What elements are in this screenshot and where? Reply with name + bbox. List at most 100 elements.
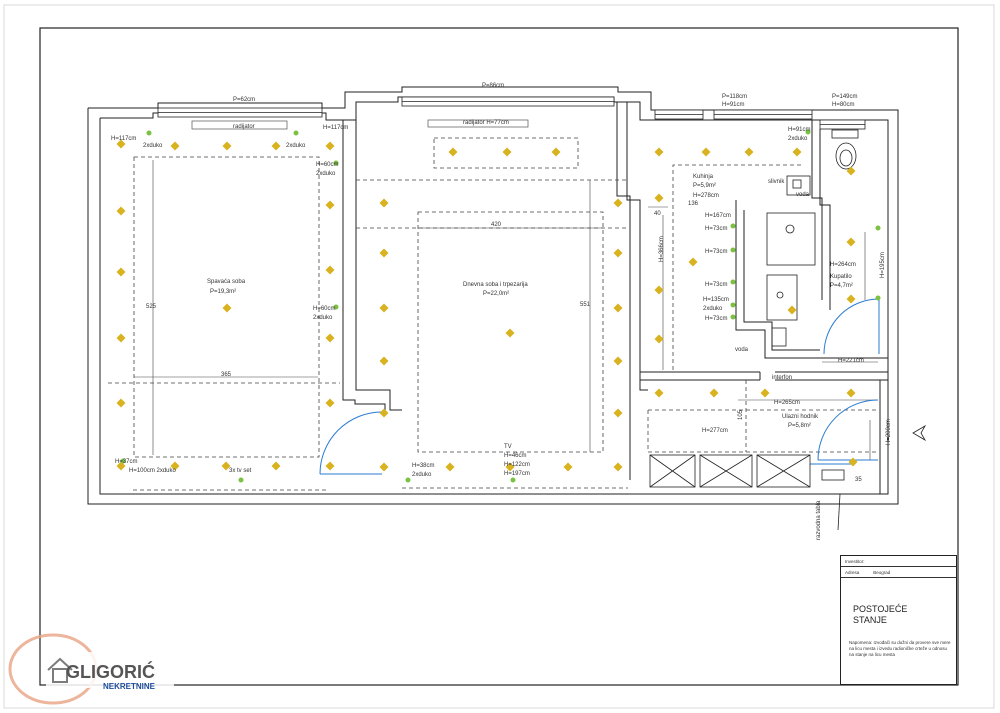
ceiling-light-icon bbox=[563, 462, 573, 472]
label-h73a: H=73cm bbox=[705, 226, 728, 232]
label-h73b: H=73cm bbox=[705, 249, 728, 255]
room-name-hall: Ulazni hodnik bbox=[782, 414, 819, 420]
room-area-hall: P=5,8m² bbox=[788, 423, 811, 429]
ceiling-light-icon bbox=[379, 462, 389, 472]
label-h73d: H=73cm bbox=[705, 316, 728, 322]
ceiling-light-icon bbox=[846, 294, 856, 304]
ceiling-light-icon bbox=[221, 461, 231, 471]
drawing-frame bbox=[39, 27, 959, 686]
title-block-investor-row: Investitor: bbox=[841, 556, 956, 567]
ceiling-light-icon bbox=[325, 398, 335, 408]
label-h91b: H=91cm bbox=[788, 127, 811, 133]
label-2xduko-2: 2xduko bbox=[286, 143, 306, 149]
label-h278: H=278cm bbox=[693, 193, 719, 199]
label-h38: H=38cm bbox=[412, 463, 435, 469]
ceiling-light-icon bbox=[170, 461, 180, 471]
label-h277: H=277cm bbox=[702, 428, 728, 434]
ceiling-light-icon bbox=[445, 462, 455, 472]
ceiling-light-icon bbox=[222, 303, 232, 313]
ceiling-light-icon bbox=[222, 141, 232, 151]
ceiling-light-icon bbox=[116, 398, 126, 408]
washbasin bbox=[771, 327, 787, 347]
label-interfon: interfon bbox=[772, 375, 792, 381]
city-value: Beograd bbox=[873, 569, 891, 575]
north-arrow bbox=[912, 424, 927, 442]
dashed-lines bbox=[108, 137, 878, 491]
ceiling-light-icon bbox=[379, 198, 389, 208]
ceiling-light-icon bbox=[613, 356, 623, 366]
ceiling-light-icon bbox=[325, 333, 335, 343]
label-h73c: H=73cm bbox=[705, 282, 728, 288]
address-label: Adresa bbox=[845, 569, 860, 575]
label-h195: H=195cm bbox=[880, 252, 886, 278]
title-block-address-row: Adresa Beograd bbox=[841, 567, 956, 578]
bathtub bbox=[766, 212, 816, 266]
ceiling-light-icon bbox=[654, 334, 664, 344]
label-h366: H=366cm bbox=[659, 236, 665, 262]
windows bbox=[157, 96, 866, 130]
ceiling-light-icon bbox=[325, 461, 335, 471]
ceiling-light-icon bbox=[116, 333, 126, 343]
label-2xduko-living: 2xduko bbox=[412, 472, 432, 478]
ceiling-light-icon bbox=[787, 305, 797, 315]
ceiling-light-icon bbox=[325, 265, 335, 275]
toilet-bowl bbox=[835, 142, 857, 170]
doors bbox=[319, 298, 880, 475]
label-h100: H=100cm 2xduko bbox=[129, 468, 177, 474]
label-h200: H=200cm bbox=[886, 419, 892, 445]
label-2xduko-1: 2xduko bbox=[143, 143, 163, 149]
label-h135: H=135cm bbox=[703, 297, 729, 303]
ceiling-light-icon bbox=[848, 457, 858, 467]
room-area-bathroom: P=4,7m² bbox=[830, 283, 853, 289]
label-2xduko-kitchen: 2xduko bbox=[788, 136, 808, 142]
drawing-title-line2: STANJE bbox=[853, 615, 887, 625]
logo-name: GLIGORIĆ bbox=[66, 661, 155, 682]
ceiling-light-icon bbox=[613, 408, 623, 418]
label-h46: H=46cm bbox=[504, 453, 527, 459]
room-name-bathroom: Kupatilo bbox=[830, 274, 852, 280]
ceiling-light-icon bbox=[613, 462, 623, 472]
label-2xduko-kitchen2: 2xduko bbox=[703, 306, 723, 312]
label-slivnik: slivnik bbox=[768, 179, 785, 185]
ceiling-light-icon bbox=[709, 388, 719, 398]
room-area-bedroom: P=19,3m² bbox=[210, 289, 236, 295]
ceiling-light-icon bbox=[654, 388, 664, 398]
dim-136: 136 bbox=[688, 201, 699, 207]
label-3xtv: 3x tv set bbox=[229, 468, 252, 474]
ceiling-light-icon bbox=[792, 147, 802, 157]
label-h37: H=37cm bbox=[115, 459, 138, 465]
ceiling-light-icon bbox=[325, 141, 335, 151]
drawing-title: POSTOJEĆE STANJE bbox=[841, 578, 956, 626]
label-h221: H=221cm bbox=[838, 358, 864, 364]
room-area-living: P=22,0m² bbox=[483, 291, 509, 297]
ceiling-light-icon bbox=[551, 147, 561, 157]
ceiling-light-icon bbox=[170, 141, 180, 151]
ceiling-light-icon bbox=[379, 356, 389, 366]
label-2xduko-4: 2xduko bbox=[313, 315, 333, 321]
kitchen-sink bbox=[786, 175, 811, 196]
label-h117a: H=117cm bbox=[111, 136, 136, 142]
house-icon bbox=[47, 657, 73, 683]
plan-labels: P=62cm radijator H=117cm H=117cm 2xduko … bbox=[111, 83, 892, 540]
label-p118: P=118cm bbox=[722, 94, 747, 100]
ceiling-light-icon bbox=[116, 206, 126, 216]
wardrobe-1 bbox=[649, 454, 696, 488]
label-h91: H=91cm bbox=[722, 102, 745, 108]
ceiling-light-icon bbox=[379, 408, 389, 418]
ceiling-light-icon bbox=[116, 267, 126, 277]
ceiling-light-icon bbox=[654, 285, 664, 295]
ceiling-light-icon bbox=[379, 303, 389, 313]
drawing-note: Napomena: Izvođači su dužni da provere s… bbox=[849, 640, 951, 657]
radiators bbox=[191, 119, 529, 130]
dim-525: 525 bbox=[146, 304, 157, 310]
ceiling-light-icon bbox=[688, 257, 698, 267]
label-h60b: H=60cm bbox=[313, 306, 336, 312]
label-voda: voda bbox=[796, 192, 810, 198]
room-name-living: Dnevna soba i trpezarija bbox=[463, 282, 528, 288]
dim-40: 40 bbox=[654, 211, 661, 217]
label-h80: H=80cm bbox=[832, 102, 855, 108]
ceiling-light-icon bbox=[271, 141, 281, 151]
ceiling-light-icon bbox=[613, 303, 623, 313]
ceiling-light-icon bbox=[505, 462, 515, 472]
